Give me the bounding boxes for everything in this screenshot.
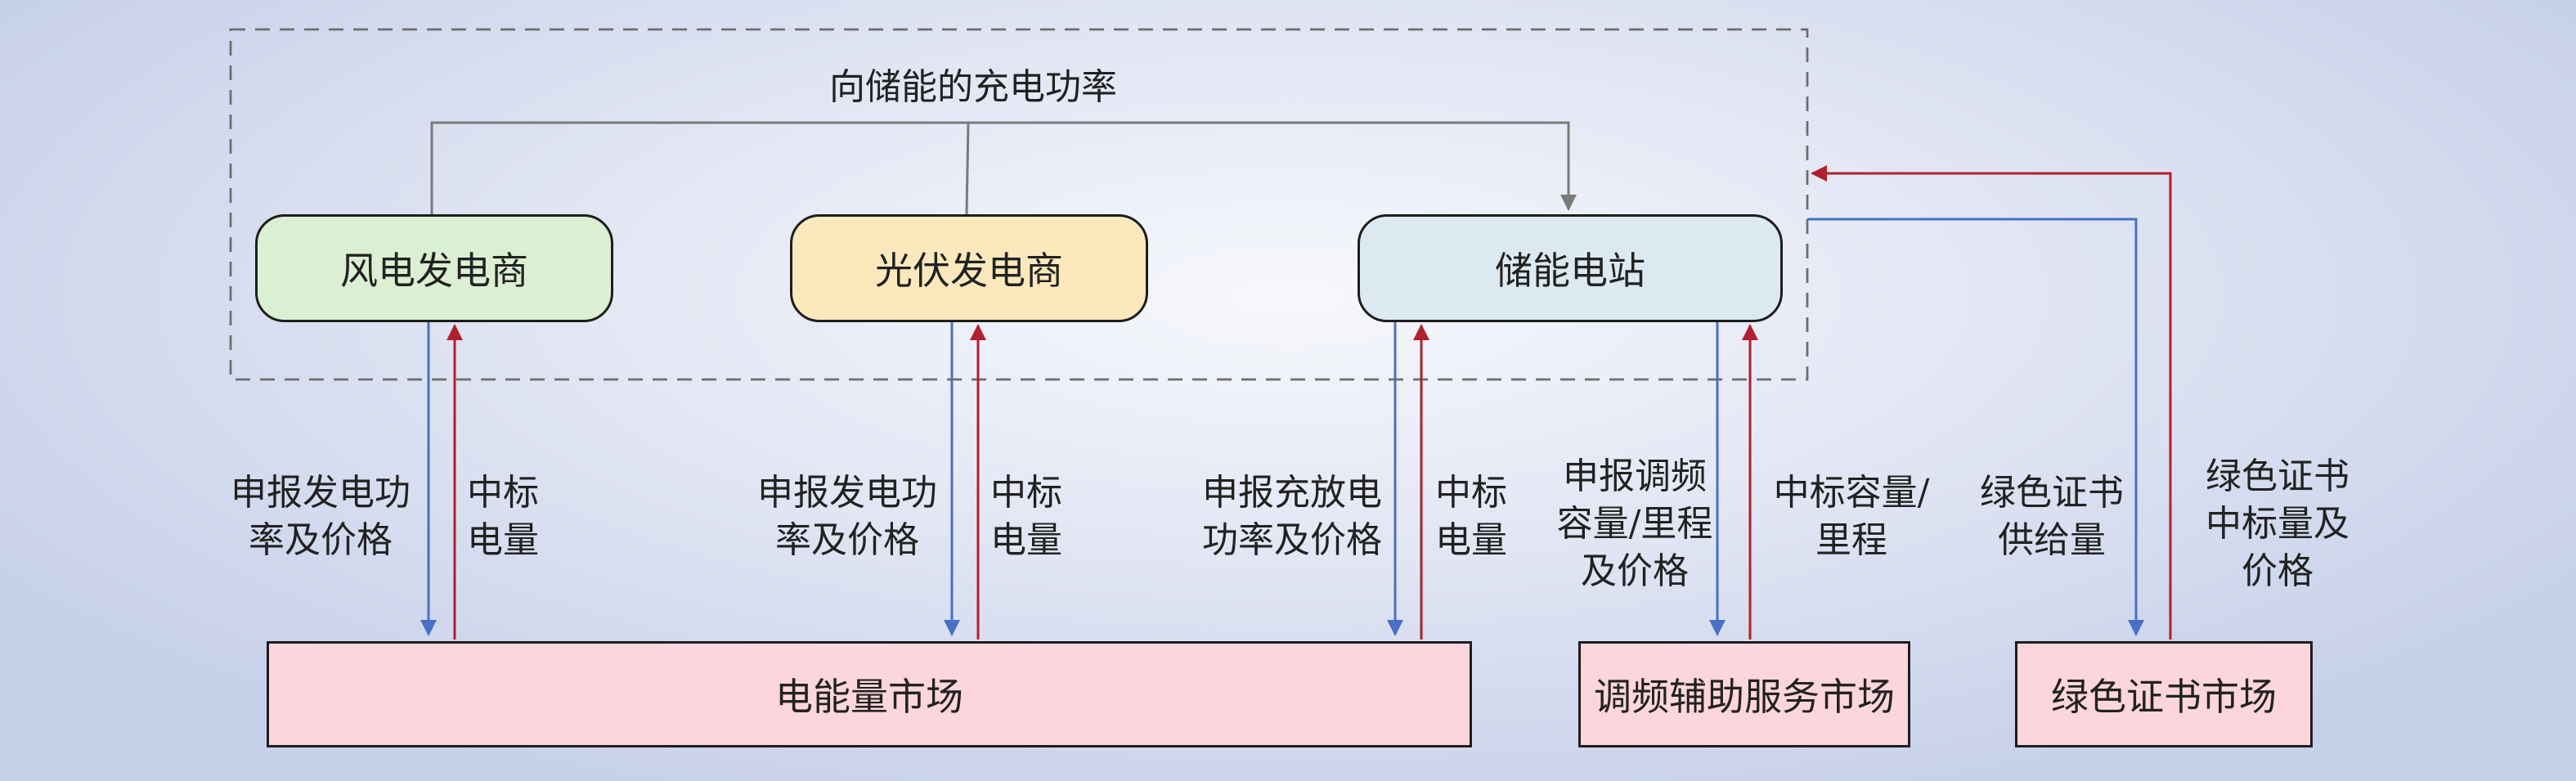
green-won-label: 绿色证书 中标量及 价格 (2206, 456, 2349, 592)
green-supply-arrow (1807, 218, 2144, 636)
freq-market-box: 调频辅助服务市场 (1578, 641, 1910, 747)
pv-charge-line (965, 122, 970, 215)
storage-won-label: 中标 电量 (1435, 472, 1507, 561)
wind-won-label: 中标 电量 (467, 472, 539, 561)
storage-bid-label: 申报充放电 功率及价格 (1202, 472, 1382, 561)
green-market-box: 绿色证书市场 (2015, 641, 2313, 747)
charge-title: 向储能的充电功率 (829, 66, 1117, 108)
producer-group-boundary (229, 28, 1809, 381)
wind-charge-line (430, 121, 1577, 214)
freq-won-label: 中标容量/ 里程 (1773, 472, 1930, 561)
energy-market-box: 电能量市场 (267, 641, 1472, 747)
wind-producer-node: 风电发电商 (255, 214, 613, 322)
wind-bid-label: 申报发电功 率及价格 (231, 472, 411, 561)
freq-bid-label: 申报调频 容量/里程 及价格 (1556, 456, 1713, 592)
pv-producer-node: 光伏发电商 (790, 214, 1148, 322)
storage-station-node: 储能电站 (1358, 214, 1783, 322)
green-won-arrow (1811, 165, 2172, 640)
pv-bid-label: 申报发电功 率及价格 (757, 472, 937, 561)
green-supply-label: 绿色证书 供给量 (1980, 472, 2124, 561)
pv-won-label: 中标 电量 (990, 472, 1062, 561)
